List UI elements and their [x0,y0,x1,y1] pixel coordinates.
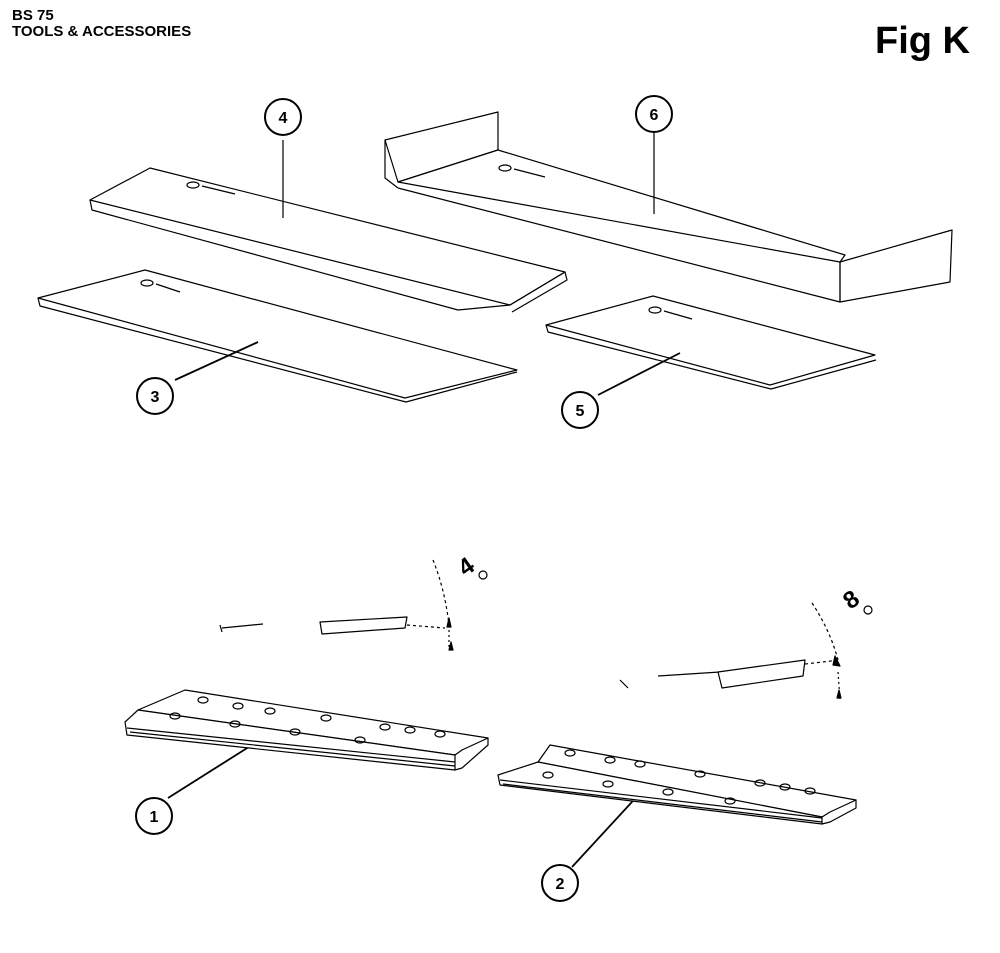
part-plate-5 [545,295,877,390]
callout-number-2: 2 [556,876,565,893]
callout-circle-2 [541,864,579,902]
callout-number-5: 5 [576,403,585,420]
part-plate-6 [384,111,953,303]
leader-line-2 [571,789,644,868]
part-blade-1 [124,689,489,771]
callout-circle-1 [135,797,173,835]
callout-circle-3 [136,377,174,415]
header-title-block: BS 75 TOOLS & ACCESSORIES [12,8,191,40]
callout-circle-5 [561,391,599,429]
model-label: BS 75 [12,7,54,24]
callout-number-1: 1 [150,809,159,826]
leader-line-3 [174,341,259,381]
callout-number-3: 3 [151,389,160,406]
callout-number-6: 6 [650,107,659,124]
angle-label-right: 8 [838,585,864,615]
part-plate-3 [37,269,518,403]
angle-detail-left [219,559,488,651]
callout-number-4: 4 [279,110,288,127]
section-label: TOOLS & ACCESSORIES [12,23,192,40]
figure-label: Fig K [875,20,970,62]
part-blade-2 [497,744,857,825]
angle-detail-right [619,602,873,701]
callout-circle-4 [264,98,302,136]
angle-label-left: 4 [453,552,480,582]
leader-line-5 [597,352,681,396]
part-plate-4 [89,167,568,313]
callout-circle-6 [635,95,673,133]
